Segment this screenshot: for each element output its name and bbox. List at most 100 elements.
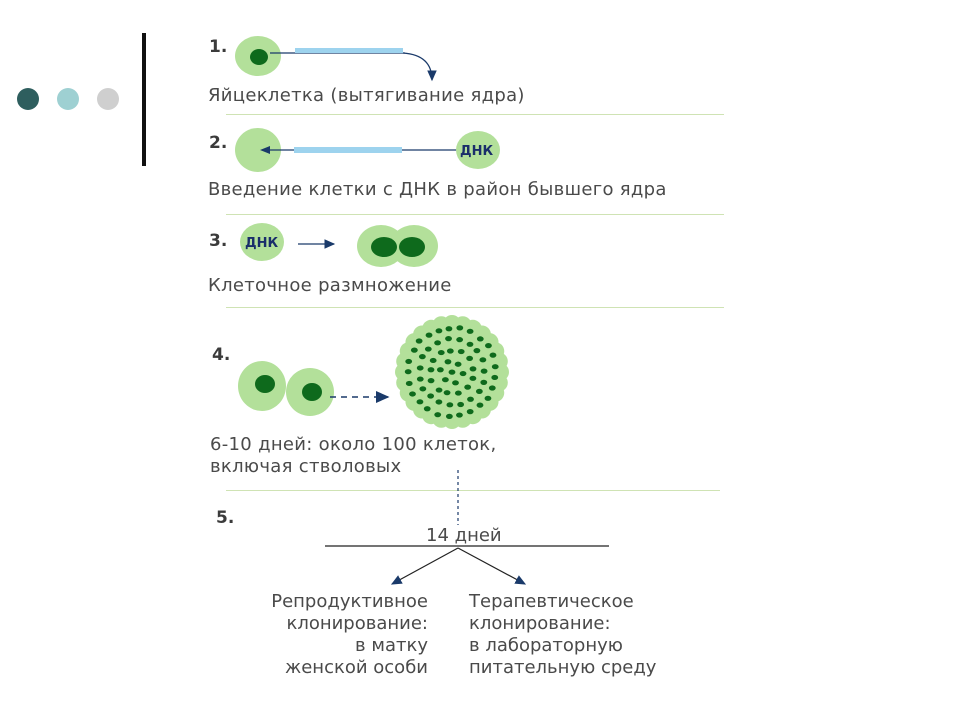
decor-vertical-bar bbox=[142, 33, 146, 166]
therapeutic-line-3: в лабораторную bbox=[469, 635, 623, 656]
step-3-dna-label: ДНК bbox=[245, 236, 278, 251]
blastocyst-nucleus bbox=[424, 346, 432, 352]
step-3-dividing-cell bbox=[357, 225, 438, 267]
arrow-to-reproductive bbox=[390, 547, 459, 585]
therapeutic-cloning-text: Терапевтическое клонирование: в лаборато… bbox=[469, 591, 656, 679]
blastocyst-nucleus bbox=[435, 387, 443, 393]
blastocyst-nucleus bbox=[480, 368, 488, 374]
blastocyst-nucleus bbox=[484, 395, 492, 401]
step-4-caption-line2: включая стволовых bbox=[210, 456, 402, 477]
separator-3 bbox=[226, 307, 724, 308]
decor-dot-light-blue bbox=[57, 88, 79, 110]
blastocyst-nucleus bbox=[469, 366, 477, 372]
step-2-egg-cell bbox=[235, 128, 281, 172]
separator-4 bbox=[226, 490, 720, 491]
blastocyst-nucleus bbox=[405, 380, 413, 387]
blastocyst-nucleus bbox=[444, 359, 452, 365]
blastocyst-nucleus bbox=[476, 336, 484, 342]
blastocyst-nucleus bbox=[437, 349, 445, 356]
separator-1 bbox=[226, 114, 724, 115]
blastocyst-nucleus bbox=[489, 352, 497, 358]
step-5-number: 5. bbox=[216, 508, 235, 528]
blastocyst-nucleus bbox=[464, 384, 472, 390]
blastocyst-nucleus bbox=[434, 412, 442, 418]
blastocyst-nucleus bbox=[466, 328, 474, 334]
blastocyst-nucleus bbox=[479, 357, 487, 363]
step-1-caption: Яйцеклетка (вытягивание ядра) bbox=[208, 85, 525, 106]
reproductive-line-4: женской особи bbox=[285, 657, 428, 678]
blastocyst-nucleus bbox=[457, 348, 465, 355]
blastocyst-nucleus bbox=[473, 348, 481, 354]
therapeutic-line-4: питательную среду bbox=[469, 657, 657, 678]
blastocyst-nucleus bbox=[435, 328, 443, 334]
blastocyst-nucleus bbox=[423, 406, 431, 412]
blastocyst-nucleus bbox=[429, 357, 437, 364]
step-2-dna-cell: ДНК bbox=[456, 131, 500, 169]
blastocyst-nucleus bbox=[410, 347, 418, 353]
step-1-egg-cell bbox=[235, 36, 281, 76]
therapeutic-line-2: клонирование: bbox=[469, 613, 611, 634]
blastocyst-nucleus bbox=[443, 390, 451, 396]
blastocyst-nucleus bbox=[425, 332, 433, 338]
blastocyst-nucleus bbox=[434, 340, 441, 346]
blastocyst-nucleus bbox=[476, 402, 484, 408]
step-4-two-cells bbox=[238, 361, 334, 416]
step-4-caption-line1: 6-10 дней: около 100 клеток, bbox=[210, 434, 497, 455]
step-1-number: 1. bbox=[209, 37, 228, 57]
therapeutic-line-1: Терапевтическое bbox=[469, 591, 634, 612]
blastocyst-nucleus bbox=[491, 374, 499, 381]
blastocyst-nucleus bbox=[436, 367, 444, 373]
step-3-number: 3. bbox=[209, 231, 228, 251]
step-2-dna-label: ДНК bbox=[460, 144, 493, 159]
reproductive-cloning-text: Репродуктивное клонирование: в матку жен… bbox=[200, 591, 428, 679]
step-1-pipette bbox=[270, 48, 437, 82]
blastocyst-nucleus bbox=[456, 412, 463, 418]
blastocyst-nucleus bbox=[441, 377, 449, 383]
blastocyst-nucleus bbox=[459, 370, 467, 377]
step-2-caption: Введение клетки с ДНК в район бывшего яд… bbox=[208, 179, 667, 200]
step-2-pipette bbox=[260, 146, 462, 154]
blastocyst-nucleus bbox=[467, 396, 474, 402]
decor-dot-teal bbox=[17, 88, 39, 110]
blastocyst-nucleus bbox=[454, 361, 462, 367]
blastocyst-nucleus bbox=[435, 399, 443, 405]
step-4-blastocyst bbox=[395, 315, 509, 429]
step-4-number: 4. bbox=[212, 345, 231, 365]
blastocyst-nucleus bbox=[448, 369, 456, 375]
blastocyst-nucleus bbox=[475, 388, 483, 394]
step-3-dna-cell: ДНК bbox=[240, 223, 284, 261]
blastocyst-nucleus bbox=[452, 380, 459, 386]
blastocyst-nucleus bbox=[404, 369, 412, 375]
arrow-to-therapeutic bbox=[457, 547, 527, 585]
separator-2 bbox=[226, 214, 724, 215]
blastocyst-nucleus bbox=[418, 354, 426, 360]
blastocyst-nucleus bbox=[427, 378, 435, 384]
blastocyst-nucleus bbox=[427, 367, 435, 373]
blastocyst-nucleus bbox=[416, 365, 424, 371]
blastocyst-nucleus bbox=[456, 325, 464, 331]
blastocyst-nucleus bbox=[466, 341, 474, 347]
blastocyst-nucleus bbox=[491, 364, 499, 370]
timeline-label: 14 дней bbox=[426, 525, 502, 546]
reproductive-line-3: в матку bbox=[355, 635, 428, 656]
step-3-caption: Клеточное размножение bbox=[208, 275, 452, 296]
blastocyst-nucleus bbox=[419, 386, 427, 392]
step-2-number: 2. bbox=[209, 133, 228, 153]
blastocyst-nucleus bbox=[445, 413, 453, 419]
blastocyst-nucleus bbox=[466, 355, 474, 361]
blastocyst-nucleus bbox=[446, 402, 454, 408]
blastocyst-nucleus bbox=[445, 326, 453, 332]
blastocyst-nucleus bbox=[427, 393, 435, 399]
blastocyst-nucleus bbox=[415, 338, 423, 344]
blastocyst-nucleus bbox=[480, 379, 488, 385]
decor-dot-gray bbox=[97, 88, 119, 110]
blastocyst-nucleus bbox=[445, 336, 452, 342]
blastocyst-nucleus bbox=[446, 348, 454, 354]
blastocyst-nucleus bbox=[466, 409, 474, 415]
blastocyst-nucleus bbox=[409, 391, 416, 397]
blastocyst-nucleus bbox=[456, 337, 464, 343]
reproductive-line-1: Репродуктивное bbox=[271, 591, 428, 612]
blastocyst-nucleus bbox=[457, 401, 465, 408]
blastocyst-nucleus bbox=[416, 399, 424, 405]
